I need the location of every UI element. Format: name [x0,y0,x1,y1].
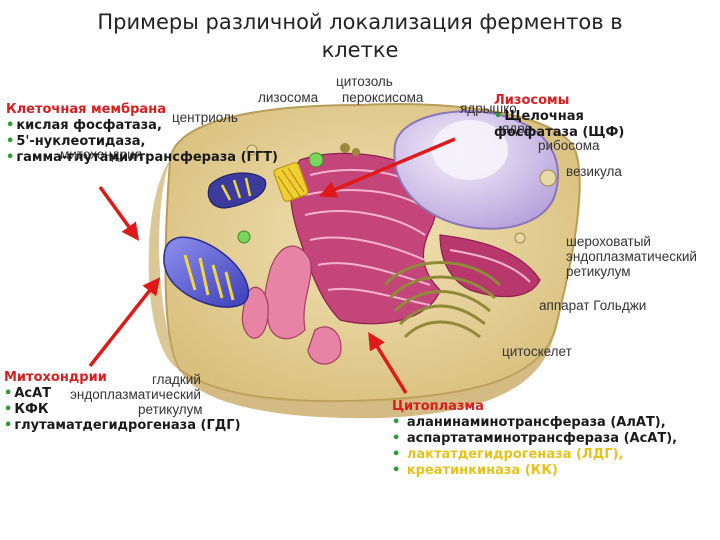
label-lysosome: лизосома [258,90,319,105]
group-heading: Лизосомы [494,93,570,108]
group-heading: Цитоплазма [392,399,484,414]
vesicle [246,144,557,244]
group-mitochondria: Митохондрии •АсАТ •КФК •глутаматдегидрог… [4,370,241,434]
group-item: • лактатдегидрогеназа (ЛДГ), [392,447,624,462]
group-cell-membrane: Клеточная мембрана •кислая фосфатаза, •5… [6,102,278,166]
group-item: •КФК [4,402,49,417]
label-mitochondrion: митохондрия [60,147,143,162]
label-rough-er-2: эндоплазматический [566,249,697,264]
group-item: фосфатаза (ЩФ) [494,125,625,140]
label-peroxisome: пероксисома [342,90,424,105]
label-nucleolus: ядрышко [460,101,517,116]
label-ribosome: рибосома [538,138,600,153]
group-item: •гамма-глутамилтрансфераза (ГГТ) [6,150,278,165]
lysosome [237,152,324,244]
golgi-apparatus [383,261,502,339]
mitochondrion-small [207,172,267,209]
label-vesicle: везикула [566,164,622,179]
group-item: •глутаматдегидрогеназа (ГДГ) [4,418,241,433]
group-item: •Щелочная [494,109,584,124]
label-smooth-er-2: эндоплазматический [70,387,201,402]
group-lysosomes: Лизосомы •Щелочная фосфатаза (ЩФ) [494,93,624,141]
mitochondrion-large [163,236,250,308]
label-rough-er-1: шероховатый [566,234,651,249]
centriole [273,162,309,202]
group-item: •АсАТ [4,386,52,401]
peroxisome [340,143,360,156]
group-item: •кислая фосфатаза, [6,118,162,133]
smooth-er [241,245,342,365]
indicator-arrows [88,137,456,394]
group-heading: Клеточная мембрана [6,102,166,117]
page-title: Примеры различной локализация ферментов … [97,10,623,62]
label-cytosol: цитозоль [336,74,393,89]
group-item: •5'-нуклеотидаза, [6,134,146,149]
nucleus [393,110,559,230]
label-smooth-er-1: гладкий [152,372,201,387]
group-cytoplasm: Цитоплазма • аланинаминотрансфераза (АлА… [392,399,677,479]
label-golgi: аппарат Гольджи [539,298,647,313]
group-item: • аланинаминотрансфераза (АлАТ), [392,415,666,430]
label-nucleus: ядро [502,121,533,136]
group-item: • аспартатаминотрансфераза (АсАТ), [392,431,678,446]
label-cytoskeleton: цитоскелет [502,344,572,359]
group-item: • креатинкиназа (КК) [392,463,558,478]
label-centriole: центриоль [172,110,238,125]
label-smooth-er-3: ретикулум [138,402,203,417]
label-rough-er-3: ретикулум [566,264,631,279]
group-heading: Митохондрии [4,370,107,385]
